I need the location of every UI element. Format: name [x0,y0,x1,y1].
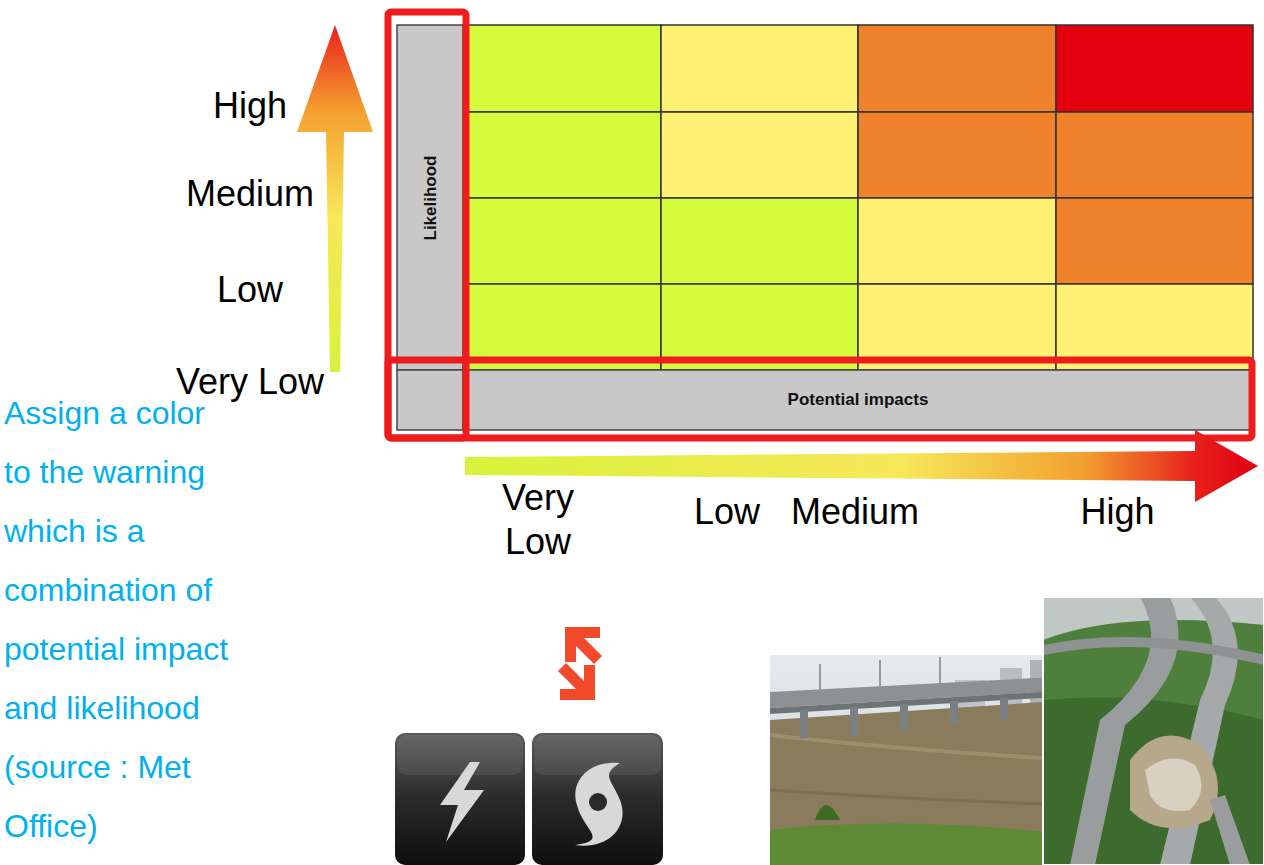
band-label: Likelihood [420,155,440,240]
photo-frame [1043,597,1264,865]
label-text: Medium [186,173,314,214]
impacts-band: Potential impacts [463,370,1253,430]
arrows-symbol [558,627,602,700]
matrix-grid [463,25,1253,370]
landslide-photo [1043,597,1264,865]
label-text: Very Low [502,477,574,562]
flood-photo [770,655,1075,865]
label-text: High [213,85,287,126]
highlight-outline [388,12,1252,438]
grey-bands [397,25,1253,430]
band-label: Potential impacts [788,390,929,410]
label-text: High [1080,491,1154,532]
likelihood-level: High [150,84,350,128]
label-text: Low [217,269,283,310]
storm-icon [532,733,663,865]
likelihood-band: Likelihood [397,25,463,370]
impact-level: Medium [780,490,930,534]
label-text: Medium [791,491,919,532]
likelihood-level: Low [150,268,350,312]
impact-level: Low [667,490,787,534]
label-text: Low [694,491,760,532]
caption: Assign a color to the warning which is a… [4,384,236,856]
impact-level: Very Low [472,476,604,564]
impact-level: High [1055,490,1180,534]
likelihood-level: Medium [150,172,350,216]
caption-text: Assign a color to the warning which is a… [4,395,228,844]
lightning-icon [395,733,525,865]
